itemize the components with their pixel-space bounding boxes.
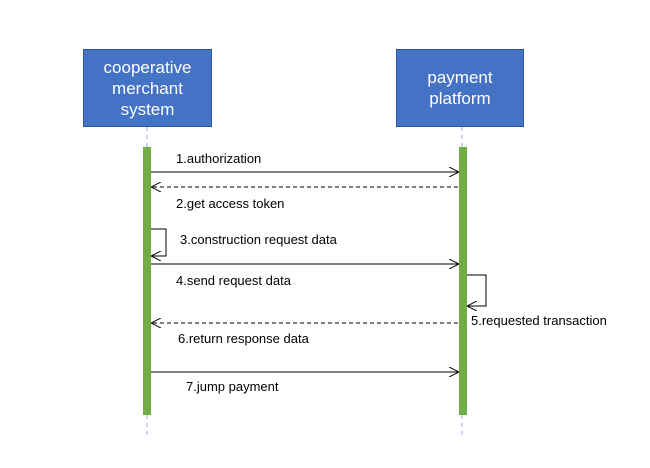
message-label-6: 6.return response data — [178, 331, 310, 346]
actor-platform-line-1: payment — [427, 68, 493, 87]
actor-platform-line-2: platform — [429, 89, 491, 108]
message-arrow-3 — [151, 228, 167, 256]
actor-cooperative-merchant-system: cooperative merchant system — [83, 49, 212, 127]
activation-bar-merchant — [143, 147, 151, 415]
message-label-3: 3.construction request data — [180, 232, 338, 247]
activation-bar-platform — [459, 147, 467, 415]
message-arrow-5 — [467, 274, 487, 306]
message-label-7: 7.jump payment — [186, 379, 279, 394]
actor-merchant-line-2: merchant — [112, 78, 183, 98]
message-label-2: 2.get access token — [176, 196, 284, 211]
message-label-5: 5.requested transaction — [471, 313, 607, 328]
message-label-1: 1.authorization — [176, 151, 261, 166]
message-label-4: 4.send request data — [176, 273, 292, 288]
actor-merchant-line-1: cooperative — [103, 57, 192, 77]
actor-payment-platform: payment platform — [396, 49, 524, 127]
actor-merchant-line-3: system — [120, 99, 175, 119]
